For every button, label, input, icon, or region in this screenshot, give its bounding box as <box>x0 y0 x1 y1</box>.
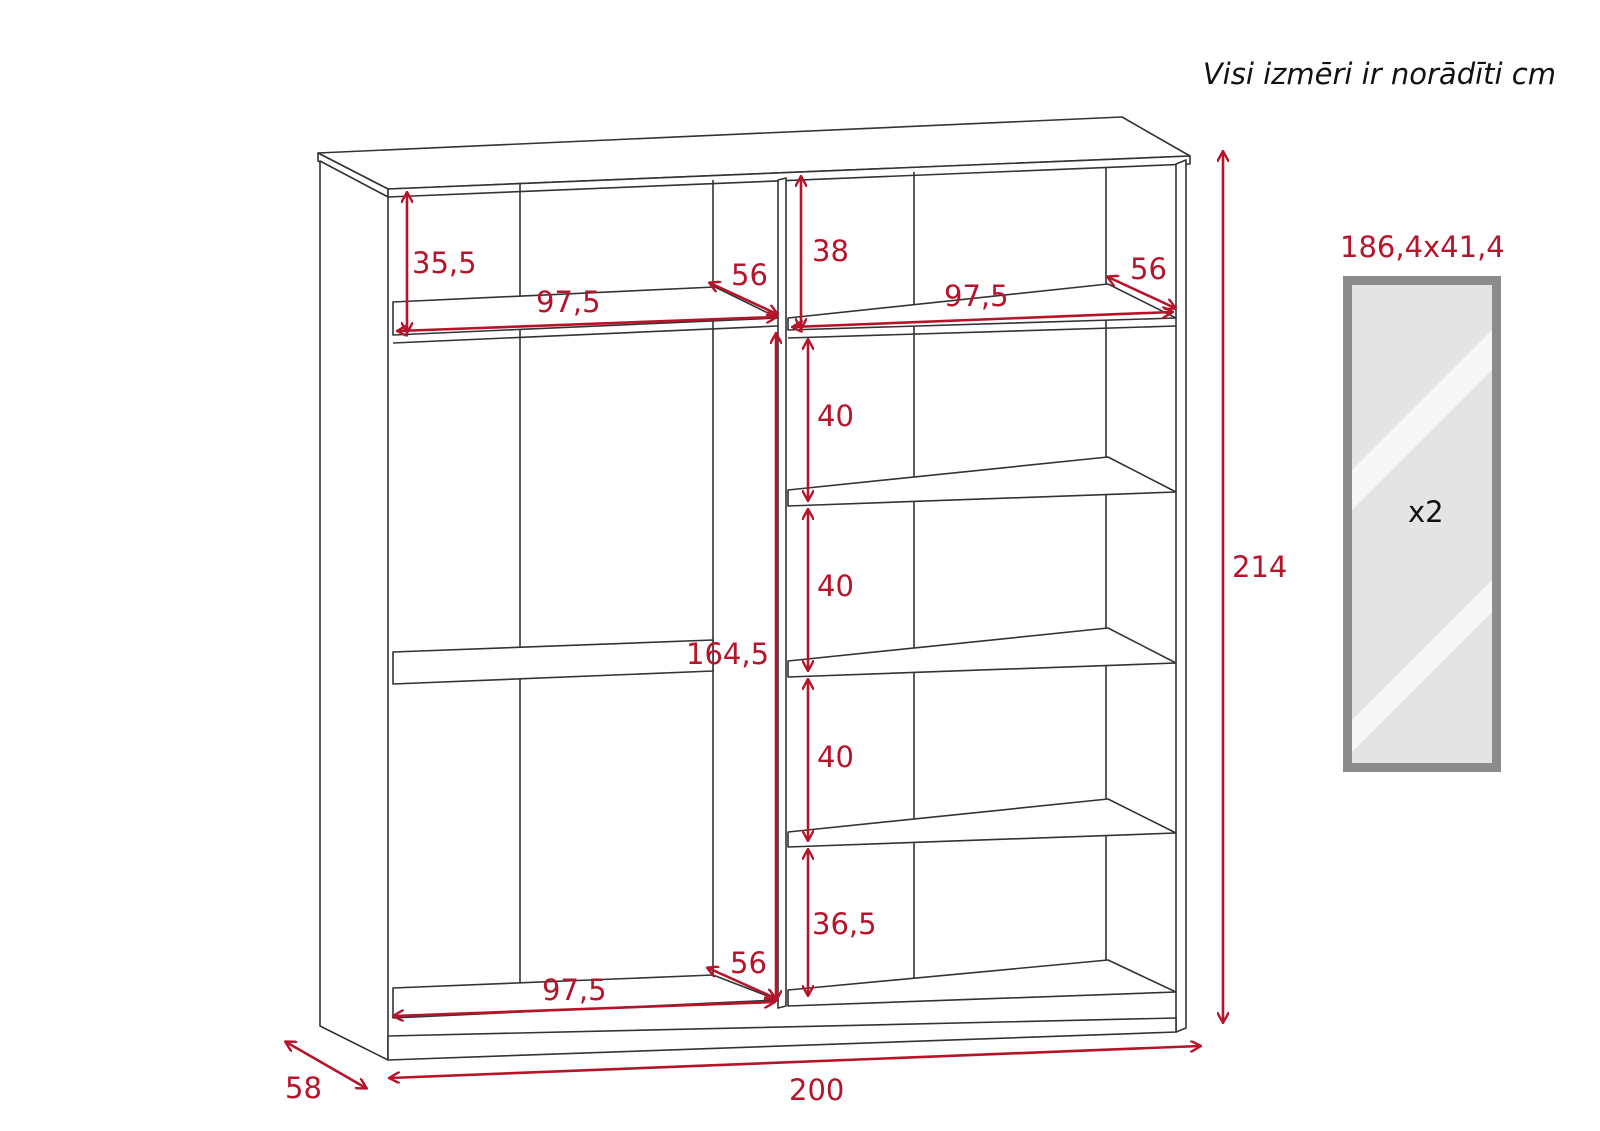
left-side-panel <box>319 160 389 1061</box>
mirror-glare <box>1352 580 1492 752</box>
dim-arrow-top-right-width <box>793 312 1172 327</box>
dim-label-top-right-height: 38 <box>812 234 849 268</box>
dim-label-top-left-height: 35,5 <box>412 246 477 280</box>
dim-arrow-total-depth <box>286 1042 366 1088</box>
dimension-arrows <box>286 152 1223 1088</box>
right-side-panel <box>1175 159 1187 1033</box>
dim-arrow-top-left-width <box>398 317 776 331</box>
mirror-quantity-label: x2 <box>1408 495 1444 529</box>
dim-label-bottom-depth: 56 <box>730 946 767 980</box>
dim-label-top-left-depth: 56 <box>731 258 768 292</box>
mirror-illustration <box>1343 276 1501 772</box>
dim-label-hanging-height: 164,5 <box>686 637 769 671</box>
dim-label-total-width: 200 <box>789 1073 844 1107</box>
right-shelf-2 <box>787 456 1177 507</box>
dim-arrow-top-left-depth <box>710 283 777 314</box>
dim-arrow-bottom-width <box>394 1002 774 1016</box>
right-shelf-4 <box>787 798 1177 848</box>
dim-label-top-right-width: 97,5 <box>944 279 1009 313</box>
mirror-size-label: 186,4x41,4 <box>1340 230 1505 264</box>
dim-label-total-height: 214 <box>1232 550 1287 584</box>
dim-label-top-right-depth: 56 <box>1130 252 1167 286</box>
dim-label-shelf-1-height: 40 <box>817 399 854 433</box>
right-shelf-3 <box>787 627 1177 678</box>
center-divider <box>777 177 787 1009</box>
bottom-plinth <box>387 1017 1177 1061</box>
dim-label-total-depth: 58 <box>285 1071 322 1105</box>
right-bottom-shelf <box>787 959 1177 1007</box>
dim-label-bottom-width: 97,5 <box>542 973 607 1007</box>
top-panel-front-face <box>387 155 1191 198</box>
left-middle-board <box>392 639 714 685</box>
dim-arrow-bottom-depth <box>708 968 775 998</box>
dim-arrow-top-right-depth <box>1108 277 1175 308</box>
dim-label-shelf-2-height: 40 <box>817 569 854 603</box>
dim-arrow-total-width <box>390 1046 1200 1078</box>
units-note: Visi izmēri ir norādīti cm <box>1203 57 1556 91</box>
dim-label-top-left-width: 97,5 <box>536 285 601 319</box>
dim-label-shelf-3-height: 40 <box>817 740 854 774</box>
dim-label-shelf-4-height: 36,5 <box>812 907 877 941</box>
mirror-glare <box>1352 330 1492 510</box>
